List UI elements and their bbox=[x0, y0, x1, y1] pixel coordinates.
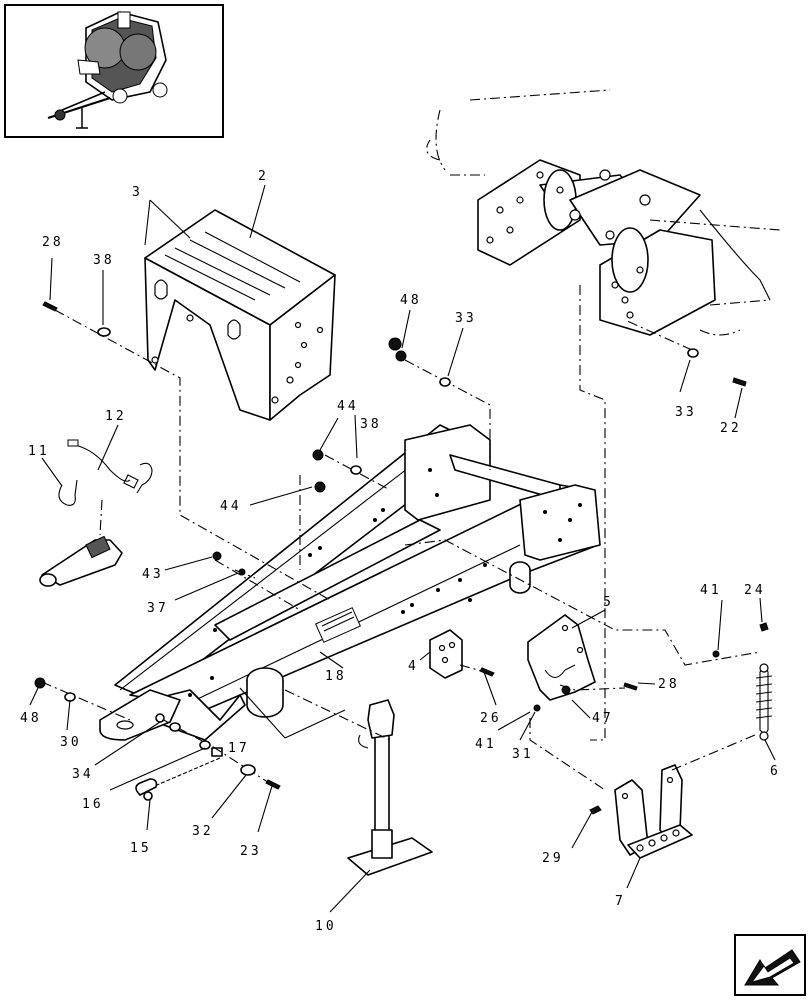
callout-47: 47 bbox=[592, 711, 614, 726]
callout-28-right: 28 bbox=[658, 677, 680, 692]
main-drawbar-frame[interactable] bbox=[99, 424, 601, 741]
callout-48-top: 48 bbox=[400, 293, 422, 308]
callout-30: 30 bbox=[60, 735, 82, 750]
callout-32: 32 bbox=[192, 824, 214, 839]
callout-11: 11 bbox=[28, 444, 50, 459]
next-page-arrow-icon[interactable] bbox=[734, 934, 806, 996]
callout-3: 3 bbox=[132, 185, 143, 200]
callout-38-mid: 38 bbox=[360, 417, 382, 432]
callout-4: 4 bbox=[408, 659, 419, 674]
baler-overview-thumbnail[interactable] bbox=[4, 4, 224, 138]
callout-29: 29 bbox=[542, 851, 564, 866]
callout-26: 26 bbox=[480, 711, 502, 726]
callout-6: 6 bbox=[770, 764, 781, 779]
callout-43: 43 bbox=[142, 567, 164, 582]
callout-18: 18 bbox=[325, 669, 347, 684]
callout-23: 23 bbox=[240, 844, 262, 859]
callout-34: 34 bbox=[72, 767, 94, 782]
callout-44-top: 44 bbox=[337, 399, 359, 414]
hose-cable-assembly[interactable] bbox=[39, 439, 153, 587]
callout-41-right: 41 bbox=[700, 583, 722, 598]
callout-37: 37 bbox=[147, 601, 169, 616]
hardware-items bbox=[34, 301, 769, 815]
callout-38-left: 38 bbox=[93, 253, 115, 268]
callout-33-right: 33 bbox=[675, 405, 697, 420]
callout-33-top: 33 bbox=[455, 311, 477, 326]
callout-10: 10 bbox=[315, 919, 337, 934]
callout-44-left: 44 bbox=[220, 499, 242, 514]
callout-41-lower: 41 bbox=[475, 737, 497, 752]
callout-22: 22 bbox=[720, 421, 742, 436]
callout-31: 31 bbox=[512, 747, 534, 762]
callout-15: 15 bbox=[130, 841, 152, 856]
callout-17: 17 bbox=[228, 741, 250, 756]
callout-labels: 2 3 4 5 6 7 10 11 12 15 16 17 18 22 23 2… bbox=[20, 169, 781, 934]
callout-28-left: 28 bbox=[42, 235, 64, 250]
callout-48-left: 48 bbox=[20, 711, 42, 726]
safety-chain[interactable] bbox=[135, 747, 223, 801]
foot-step-stand[interactable] bbox=[614, 764, 693, 859]
jack-stand[interactable] bbox=[347, 699, 433, 876]
shield-panel[interactable] bbox=[144, 209, 336, 421]
mounting-bracket[interactable] bbox=[429, 629, 463, 679]
callout-2: 2 bbox=[258, 169, 269, 184]
callout-5: 5 bbox=[603, 595, 614, 610]
leader-lines bbox=[29, 184, 776, 913]
callout-24: 24 bbox=[744, 583, 766, 598]
stand-mounting-plate[interactable] bbox=[527, 614, 596, 701]
callout-7: 7 bbox=[615, 894, 626, 909]
callout-16: 16 bbox=[82, 797, 104, 812]
callout-12: 12 bbox=[105, 409, 127, 424]
tension-spring[interactable] bbox=[755, 663, 773, 741]
axle-hub-assembly bbox=[426, 89, 781, 336]
